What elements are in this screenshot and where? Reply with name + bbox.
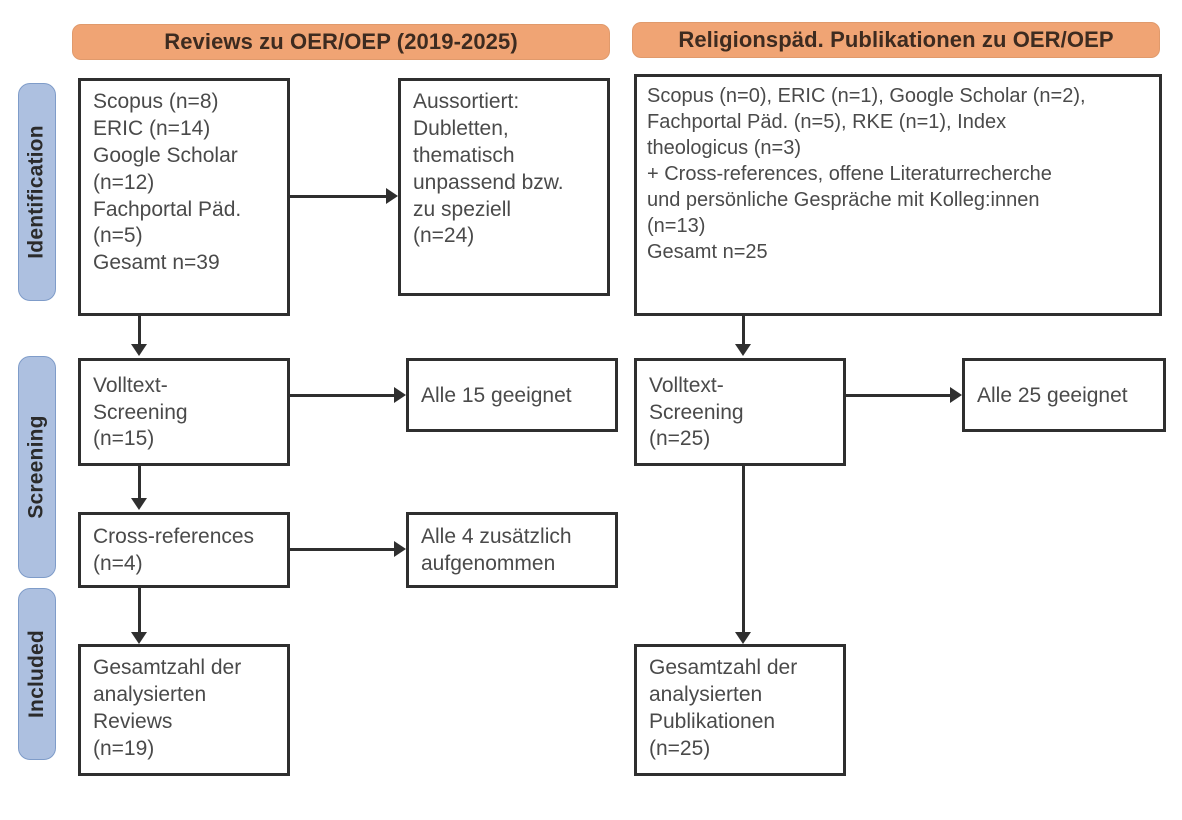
connector-left-screening-to-result [290,394,394,397]
phase-label-included: Included [25,630,49,718]
box-right-screening: Volltext- Screening (n=25) [634,358,846,466]
box-left-included: Gesamtzahl der analysierten Reviews (n=1… [78,644,290,776]
box-left-identification: Scopus (n=8) ERIC (n=14) Google Scholar … [78,78,290,316]
column-header-religionspaed: Religionspäd. Publikationen zu OER/OEP [632,22,1160,58]
connector-left-identification-to-excluded [290,195,386,198]
arrowhead-left-screening-to-result [394,387,406,403]
box-right-included: Gesamtzahl der analysierten Publikatione… [634,644,846,776]
column-header-religionspaed-label: Religionspäd. Publikationen zu OER/OEP [678,27,1114,52]
box-left-excluded: Aussortiert: Dubletten, thematisch unpas… [398,78,610,296]
box-left-crossref-result: Alle 4 zusätzlich aufgenommen [406,512,618,588]
phase-bar-included: Included [18,588,56,760]
arrowhead-right-screening-to-result [950,387,962,403]
connector-right-screening-to-included [742,466,745,632]
phase-bar-identification: Identification [18,83,56,301]
box-left-screening-result: Alle 15 geeignet [406,358,618,432]
column-header-reviews: Reviews zu OER/OEP (2019-2025) [72,24,610,60]
arrowhead-right-screening-to-included [735,632,751,644]
connector-left-screening-to-crossref [138,466,141,498]
arrowhead-left-identification-to-screening [131,344,147,356]
box-left-screening: Volltext- Screening (n=15) [78,358,290,466]
box-right-identification: Scopus (n=0), ERIC (n=1), Google Scholar… [634,74,1162,316]
phase-label-screening: Screening [25,415,48,519]
connector-left-identification-to-screening [138,316,141,344]
connector-left-crossref-to-result [290,548,394,551]
arrowhead-right-identification-to-screening [735,344,751,356]
arrowhead-left-crossref-to-included [131,632,147,644]
box-right-screening-result: Alle 25 geeignet [962,358,1166,432]
column-header-reviews-label: Reviews zu OER/OEP (2019-2025) [164,29,518,54]
box-left-crossref: Cross-references (n=4) [78,512,290,588]
connector-right-screening-to-result [846,394,950,397]
connector-left-crossref-to-included [138,588,141,632]
phase-label-identification: Identification [25,125,48,259]
connector-right-identification-to-screening [742,316,745,344]
phase-bar-screening: Screening [18,356,56,578]
arrowhead-left-screening-to-crossref [131,498,147,510]
arrowhead-left-identification-to-excluded [386,188,398,204]
arrowhead-left-crossref-to-result [394,541,406,557]
